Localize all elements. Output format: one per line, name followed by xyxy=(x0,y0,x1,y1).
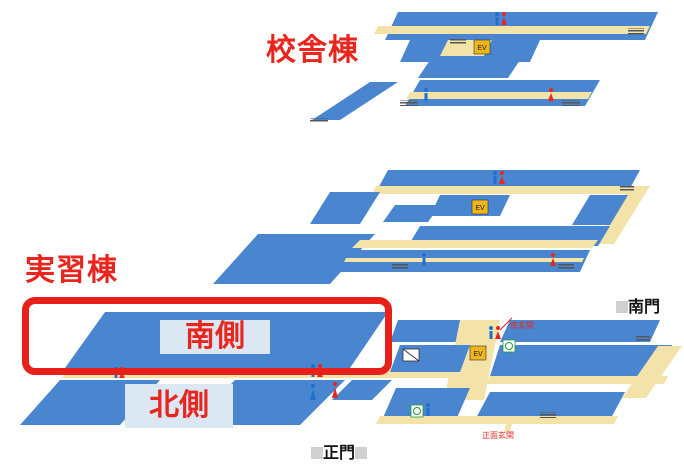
elevator-icon xyxy=(473,39,491,55)
accessible-restroom-icon xyxy=(410,404,424,418)
school-building-upper-floor: EV xyxy=(310,12,658,123)
practice-building-middle-floor: EV xyxy=(213,170,650,284)
gate-marker-icon xyxy=(355,447,368,459)
practice-building-label: 実習棟 xyxy=(25,253,118,288)
restroom-icon xyxy=(489,326,501,339)
south-side-label: 南側 xyxy=(160,320,270,354)
main-gate-label: 正門 xyxy=(311,443,368,462)
gate-marker-icon xyxy=(616,301,628,313)
restroom-icon xyxy=(550,253,556,266)
elevator-icon xyxy=(471,199,489,215)
svg-text:EV: EV xyxy=(475,205,485,212)
south-gate-label: 南門 xyxy=(616,298,660,316)
restroom-icon xyxy=(493,171,505,184)
restroom-icon xyxy=(548,88,554,101)
practice-building-ground-floor: EV xyxy=(20,312,682,432)
restroom-icon xyxy=(426,403,430,416)
school-building-label: 校舎棟 xyxy=(266,33,359,68)
elevator-icon xyxy=(469,345,487,361)
south-gate-text: 南門 xyxy=(628,297,661,316)
main-gate-text: 正門 xyxy=(323,443,356,462)
gate-marker-icon xyxy=(311,447,323,459)
south-entrance-label: 南玄関 xyxy=(510,321,534,330)
restroom-icon xyxy=(424,88,428,101)
front-entrance-label: 正面玄関 xyxy=(482,431,514,440)
south-side-highlight xyxy=(22,297,392,375)
no-smoking-icon xyxy=(402,348,420,362)
restroom-icon xyxy=(310,382,338,400)
svg-text:EV: EV xyxy=(473,351,483,358)
svg-text:EV: EV xyxy=(477,45,487,52)
accessible-restroom-icon xyxy=(502,339,516,353)
north-side-label: 北側 xyxy=(125,384,233,428)
restroom-icon xyxy=(422,253,426,266)
restroom-icon xyxy=(495,12,507,25)
